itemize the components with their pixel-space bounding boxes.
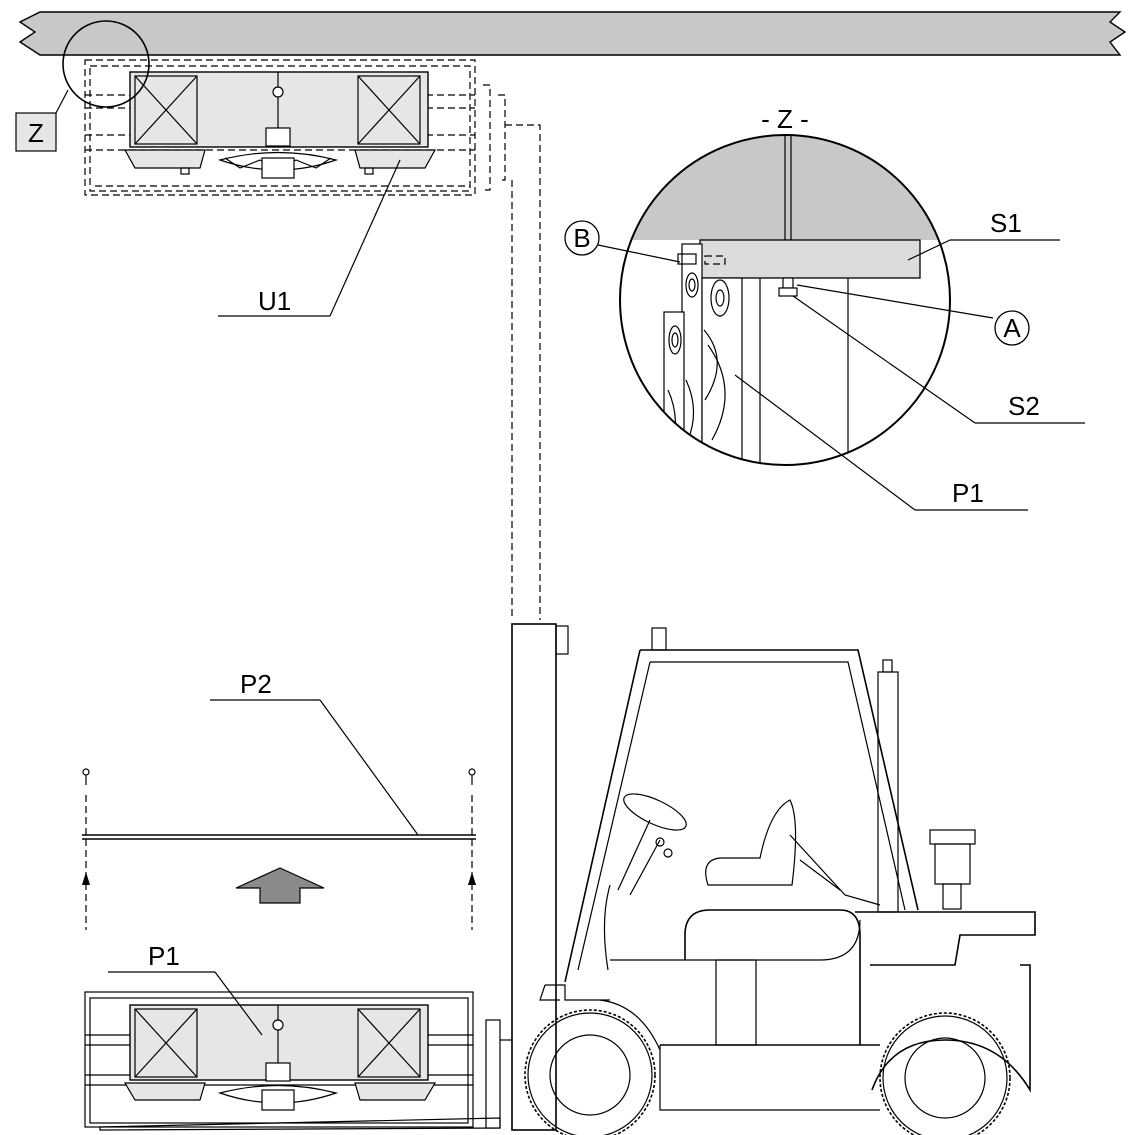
forklift: [500, 623, 1036, 1135]
ceiling-unit-u1: [84, 59, 476, 196]
panel-p2: P2: [82, 669, 476, 930]
dashed-connection: [483, 84, 541, 620]
s1-label: S1: [990, 208, 1022, 238]
s2-label: S2: [1008, 391, 1040, 421]
lift-arrow-icon: [235, 867, 325, 904]
b-label: B: [573, 223, 590, 253]
a-label: A: [1003, 313, 1021, 343]
callout-b: B: [564, 220, 681, 263]
p1-bottom-label: P1: [148, 941, 180, 971]
p1-detail-label: P1: [952, 478, 984, 508]
u1-label: U1: [258, 286, 291, 316]
callout-p1-detail: P1: [734, 374, 1028, 511]
p2-label: P2: [240, 669, 272, 699]
z-detail-marker: Z: [15, 20, 150, 152]
callout-s1: S1: [907, 208, 1060, 261]
callout-s2: S2: [792, 295, 1085, 424]
detail-z: - Z -: [619, 104, 951, 466]
detail-title: - Z -: [761, 104, 809, 134]
ceiling-slab: [18, 11, 1127, 56]
unit-on-forks: P1: [84, 941, 501, 1131]
u1-callout: U1: [218, 159, 401, 317]
z-marker-label: Z: [28, 118, 44, 148]
callout-a: A: [796, 284, 1030, 346]
